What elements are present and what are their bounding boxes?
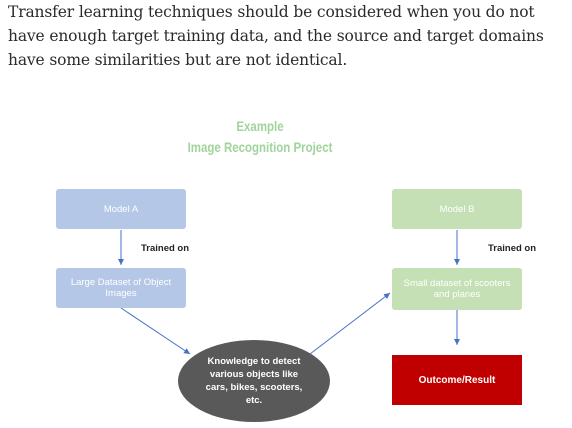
trained-on-label-left: Trained on	[141, 243, 190, 254]
arrow-large-dataset-to-knowledge	[120, 307, 191, 355]
trained-on-label-right: Trained on	[488, 243, 537, 254]
outcome-result-box: Outcome/Result	[392, 355, 522, 405]
diagram-title-example: Example	[236, 118, 284, 134]
knowledge-ellipse: Knowledge to detect various objects like…	[178, 340, 330, 422]
model-a-box: Model A	[56, 189, 186, 229]
intro-paragraph: Transfer learning techniques should be c…	[8, 3, 544, 69]
arrow-knowledge-to-small-dataset	[309, 292, 391, 355]
small-dataset-box: Small dataset of scooters and planes	[392, 268, 522, 310]
model-b-box: Model B	[392, 189, 522, 229]
diagram-title-project: Image Recognition Project	[187, 139, 333, 155]
large-dataset-box: Large Dataset of Object Images	[56, 268, 186, 308]
